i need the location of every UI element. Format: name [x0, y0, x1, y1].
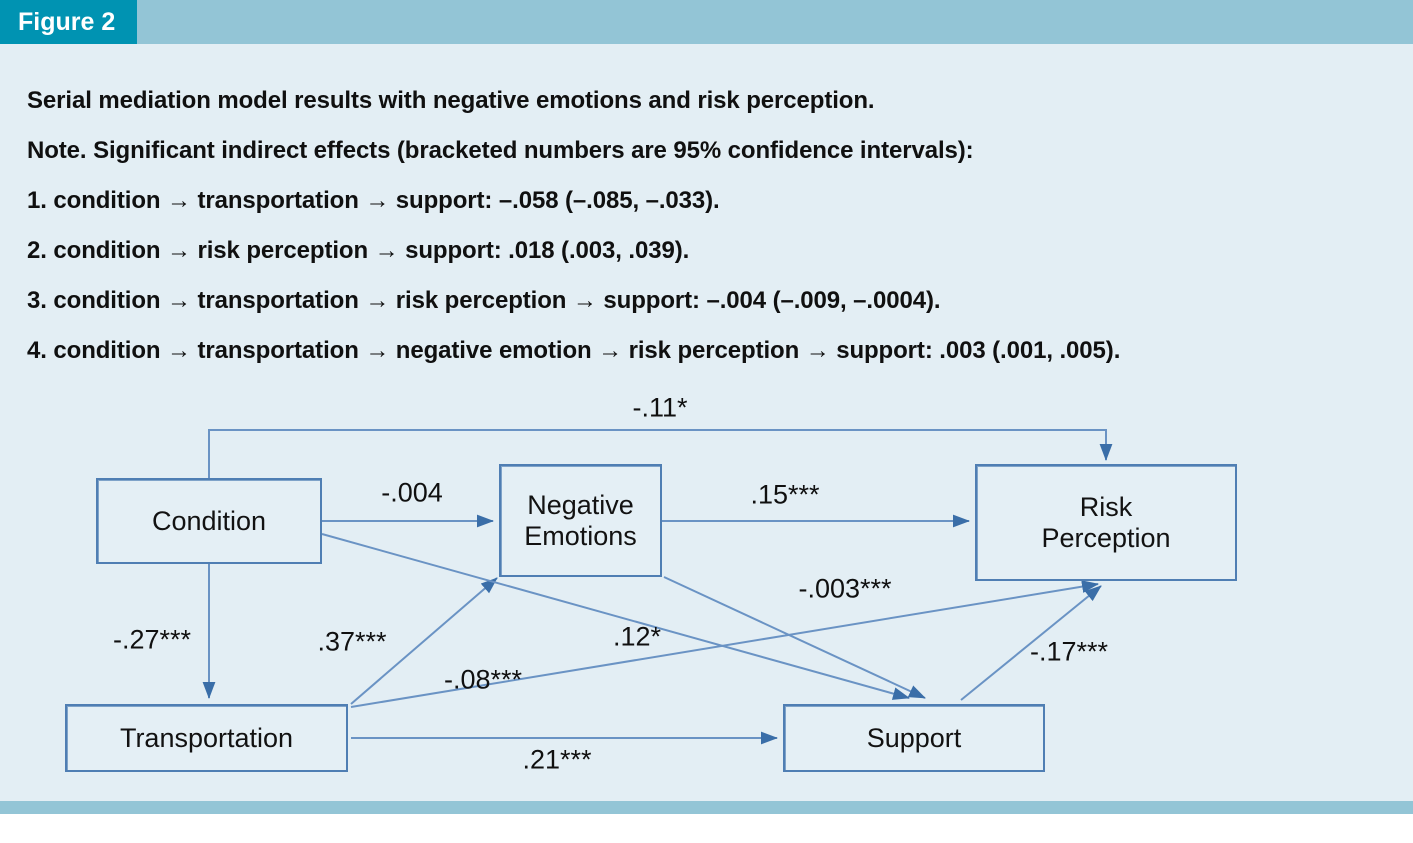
path-label-transport-negative: .37***: [317, 626, 387, 657]
node-risk-perception-label: Risk Perception: [1041, 491, 1171, 553]
caption-item-1: 1. condition → transportation → support:…: [27, 187, 720, 214]
path-label-condition-support: .12*: [612, 621, 662, 652]
caption-note: Note. Significant indirect effects (brac…: [27, 137, 974, 164]
caption-item-2: 2. condition → risk perception → support…: [27, 237, 690, 264]
path-label-negative-risk: .15***: [750, 479, 820, 510]
caption-block: Serial mediation model results with nega…: [27, 76, 1387, 376]
path-label-condition-risk: -.11*: [632, 392, 688, 423]
path-label-support-risk: -.17***: [1029, 636, 1109, 667]
node-transportation[interactable]: Transportation: [65, 704, 348, 772]
figure-tag: Figure 2: [0, 0, 137, 44]
footer-white: [0, 814, 1413, 843]
caption-item-3: 3. condition → transportation → risk per…: [27, 287, 941, 314]
node-support-label: Support: [866, 722, 962, 753]
caption-item-4: 4. condition → transportation → negative…: [27, 337, 1121, 364]
path-label-negative-support: -.003***: [798, 573, 892, 604]
header-band: [0, 0, 1413, 44]
node-transportation-label: Transportation: [119, 722, 294, 753]
node-risk-perception[interactable]: Risk Perception: [975, 464, 1237, 581]
path-label-transport-support: .21***: [522, 744, 592, 775]
figure-tag-label: Figure 2: [18, 7, 116, 36]
path-label-condition-transport: -.27***: [112, 624, 192, 655]
node-condition-label: Condition: [151, 505, 267, 536]
caption-title: Serial mediation model results with nega…: [27, 87, 875, 114]
node-support[interactable]: Support: [783, 704, 1045, 772]
node-condition[interactable]: Condition: [96, 478, 322, 564]
path-label-condition-negative: -.004: [381, 477, 443, 508]
footer-band: [0, 801, 1413, 814]
node-negative-emotions[interactable]: Negative Emotions: [499, 464, 662, 577]
node-negative-emotions-label: Negative Emotions: [524, 489, 637, 551]
path-label-transport-risk: -.08***: [443, 664, 523, 695]
